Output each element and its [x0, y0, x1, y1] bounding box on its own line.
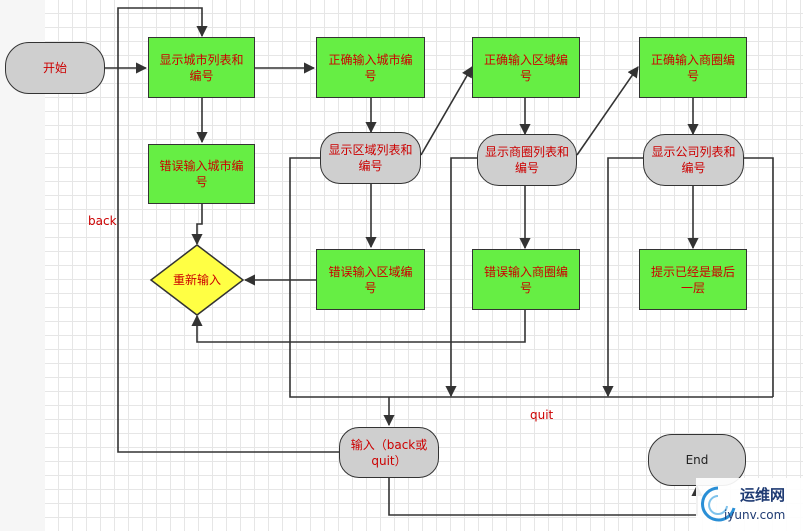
correct-district-node: 正确输入商圈编号 [639, 37, 747, 98]
edge-wrong-city-to-reinput [191, 204, 203, 246]
wrong-city-node: 错误输入城市编号 [148, 144, 255, 204]
watermark-url-text: iyunv.com [724, 508, 786, 522]
show-region-node: 显示区域列表和编号 [320, 132, 421, 184]
wrong-district-label: 错误输入商圈编号 [483, 264, 568, 295]
wrong-district-node: 错误输入商圈编号 [472, 249, 580, 310]
wrong-region-node: 错误输入区域编号 [316, 249, 425, 310]
show-city-node: 显示城市列表和编号 [148, 37, 255, 98]
watermark-cn-text: 运维网 [740, 486, 786, 504]
edge-show-district-to-quit-bus [445, 157, 477, 398]
last-layer-label: 提示已经是最后一层 [650, 264, 735, 295]
wrong-city-label: 错误输入城市编号 [159, 159, 244, 189]
edge-show-company-right-to-bus [744, 157, 774, 397]
correct-region-node: 正确输入区域编号 [472, 37, 580, 98]
end-node: End [648, 434, 746, 486]
edge-input-to-end [388, 478, 703, 516]
show-company-node: 显示公司列表和编号 [643, 134, 744, 186]
edge-show-region-quit-bus [289, 157, 773, 398]
start-node-label: 开始 [42, 61, 67, 75]
show-district-node: 显示商圈列表和编号 [477, 134, 577, 186]
input-back-quit-label: 输入（back或quit） [350, 437, 428, 468]
last-layer-node: 提示已经是最后一层 [639, 249, 747, 310]
edge-back-loop [117, 7, 339, 453]
site-watermark: 运维网 iyunv.com [696, 478, 803, 531]
start-node: 开始 [5, 42, 105, 94]
correct-district-label: 正确输入商圈编号 [650, 52, 735, 83]
correct-region-label: 正确输入区域编号 [483, 52, 568, 83]
wrong-region-label: 错误输入区域编号 [328, 264, 413, 295]
watermark-logo-icon [701, 486, 736, 522]
show-company-label: 显示公司列表和编号 [651, 145, 736, 175]
input-back-quit-node: 输入（back或quit） [339, 427, 439, 478]
edge-wrong-district-to-reinput [191, 310, 526, 343]
show-region-label: 显示区域列表和编号 [328, 143, 413, 173]
show-district-label: 显示商圈列表和编号 [484, 145, 569, 175]
edge-show-district-to-correct-district [576, 66, 639, 156]
correct-city-label: 正确输入城市编号 [328, 52, 413, 83]
edge-show-region-to-correct-region [420, 66, 473, 156]
end-node-label: End [685, 453, 709, 467]
correct-city-node: 正确输入城市编号 [316, 37, 425, 98]
reinput-label: 重新输入 [172, 273, 221, 287]
reinput-diamond [149, 244, 245, 316]
edge-show-company-to-quit-bus [602, 157, 643, 398]
back-edge-label: back [88, 214, 117, 228]
quit-edge-label: quit [530, 408, 554, 422]
show-city-label: 显示城市列表和编号 [159, 52, 244, 83]
